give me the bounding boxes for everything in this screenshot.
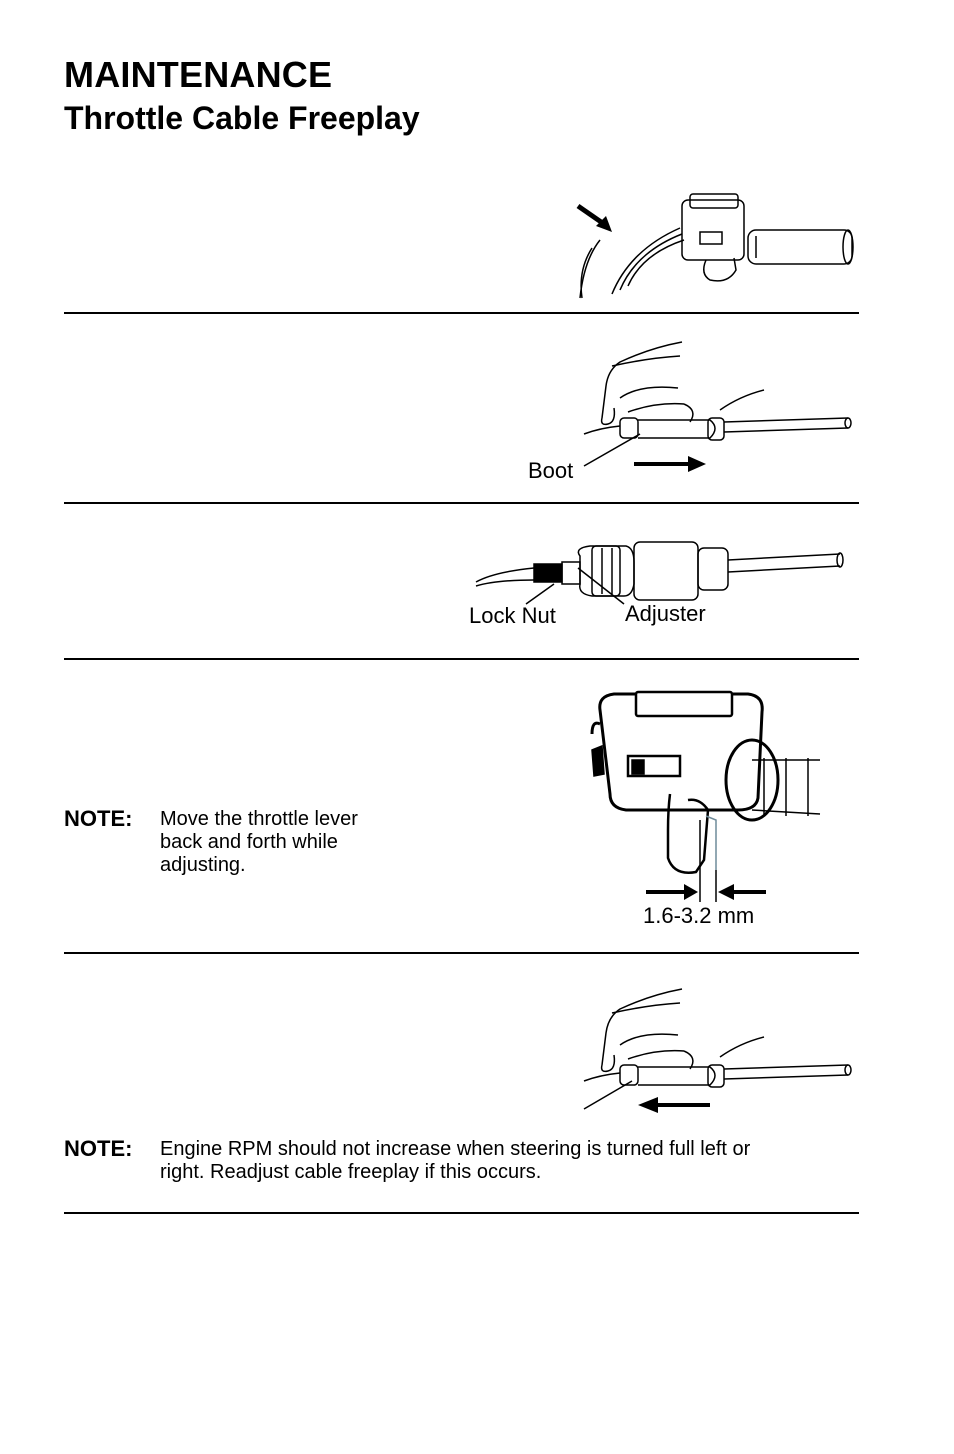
page-title: MAINTENANCE	[64, 54, 333, 95]
section-divider	[64, 312, 859, 314]
note-line: adjusting.	[160, 854, 246, 876]
note-body: Engine RPM should not increase when stee…	[160, 1138, 750, 1184]
boot-slide-illustration	[580, 338, 855, 472]
arrow-left-icon	[718, 884, 734, 900]
note-label: NOTE:	[64, 806, 133, 831]
note-line: back and forth while	[160, 831, 338, 853]
throttle-assembly-illustration	[570, 190, 860, 305]
note-line: right. Readjust cable freeplay if this o…	[160, 1161, 542, 1183]
section-divider	[64, 502, 859, 504]
note-line: Engine RPM should not increase when stee…	[160, 1138, 751, 1160]
cable-adjuster-illustration	[474, 538, 846, 608]
arrow-left-icon	[638, 1097, 658, 1113]
boot-label: Boot	[528, 458, 574, 483]
note-label: NOTE:	[64, 1136, 133, 1161]
throttle-freeplay-illustration	[588, 690, 824, 910]
section-divider	[64, 952, 859, 954]
section-divider	[64, 658, 859, 660]
arrow-right-icon	[684, 884, 698, 900]
note-line: Move the throttle lever	[160, 808, 358, 830]
freeplay-gap-label: 1.6-3.2 mm	[643, 903, 755, 928]
arrow-right-icon	[688, 456, 706, 472]
arrow-icon	[578, 206, 604, 224]
lock-nut-label: Lock Nut	[469, 603, 556, 628]
note-body: Move the throttle lever back and forth w…	[160, 808, 358, 877]
adjuster-label: Adjuster	[625, 601, 706, 626]
section-divider	[64, 1212, 859, 1214]
section-title: Throttle Cable Freeplay	[64, 100, 420, 136]
boot-return-illustration	[580, 985, 855, 1113]
